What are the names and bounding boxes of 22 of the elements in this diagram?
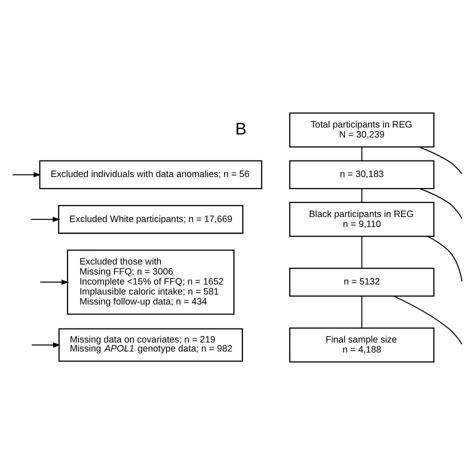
connector: [361, 188, 362, 202]
label: B: [235, 118, 247, 138]
node-box: n = 30,183: [289, 160, 434, 189]
connector: [393, 295, 462, 344]
arrow: [12, 172, 42, 177]
node-box: Excluded those with Missing FFQ; n = 3006 Incomplete <15% of FFQ; n = 1652 Implausible caloric intake; n = 581 Missing follow-up data; n = 434: [66, 249, 234, 314]
arrow: [40, 279, 69, 284]
connector: [361, 236, 362, 268]
connector: [361, 295, 362, 328]
node-box: Final sample size n = 4,188: [289, 326, 434, 362]
node-box: Excluded individuals with data anomalies; n = 56: [39, 160, 262, 189]
arrow: [31, 342, 60, 348]
connector: [361, 146, 362, 161]
node-box: Black participants in REG n = 9,110: [289, 201, 434, 236]
node-box: n = 5132: [289, 267, 434, 296]
node-box: Missing data on covariates; n = 219 Missing APOL1 genotype data; n = 982: [58, 328, 243, 362]
node-box: Total participants in REG N = 30,239: [289, 112, 434, 148]
connector: [419, 188, 462, 218]
arrow: [30, 216, 60, 222]
node-box: Excluded White participants; n = 17,669: [58, 204, 244, 234]
connector: [418, 146, 462, 174]
connector: [426, 235, 462, 282]
